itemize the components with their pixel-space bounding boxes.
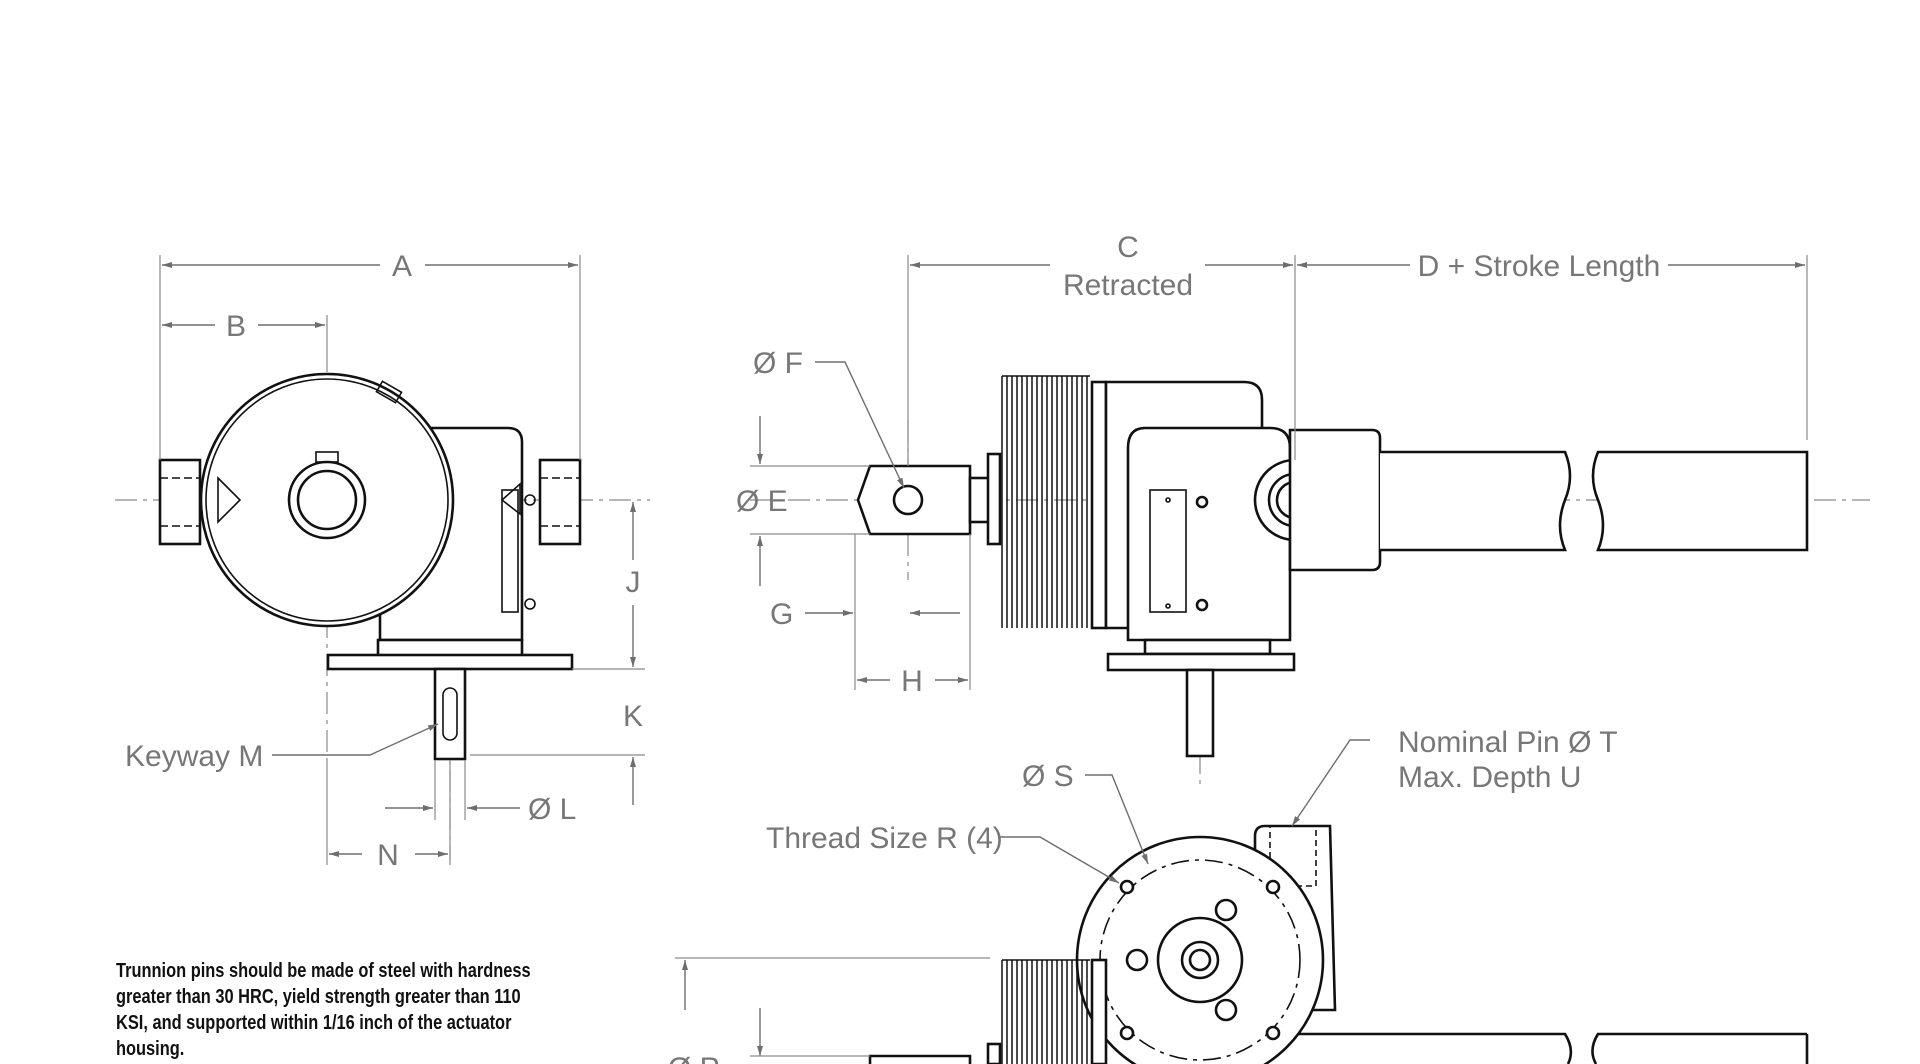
label-depth: Max. Depth U — [1398, 761, 1581, 794]
front-view — [675, 739, 1809, 1064]
label-a: A — [392, 250, 412, 283]
label-g: G — [770, 598, 793, 631]
label-j: J — [626, 566, 641, 599]
label-d-stroke: D + Stroke Length — [1418, 250, 1661, 283]
side-view — [750, 375, 1870, 790]
label-h: H — [901, 665, 923, 698]
label-p: Ø P — [668, 1052, 720, 1064]
label-b: B — [226, 310, 246, 343]
label-e: Ø E — [736, 485, 788, 518]
label-c-retracted: Retracted — [1063, 269, 1193, 302]
label-f: Ø F — [753, 347, 803, 380]
side-view-dimensions — [750, 255, 1808, 690]
label-n: N — [377, 839, 399, 872]
label-pin: Nominal Pin Ø T — [1398, 726, 1618, 759]
bellows — [1001, 375, 1090, 628]
label-l: Ø L — [528, 793, 576, 826]
end-view-dimensions — [159, 255, 645, 865]
label-s: Ø S — [1022, 760, 1074, 793]
label-c: C — [1117, 231, 1139, 264]
label-k: K — [623, 700, 643, 733]
trunnion-note: Trunnion pins should be made of steel wi… — [116, 960, 531, 1060]
dimension-labels: A B C Retracted D + Stroke Length Ø F Ø … — [125, 231, 1660, 1064]
label-keyway: Keyway M — [125, 740, 263, 773]
label-thread: Thread Size R (4) — [766, 822, 1003, 855]
end-view — [115, 350, 650, 860]
